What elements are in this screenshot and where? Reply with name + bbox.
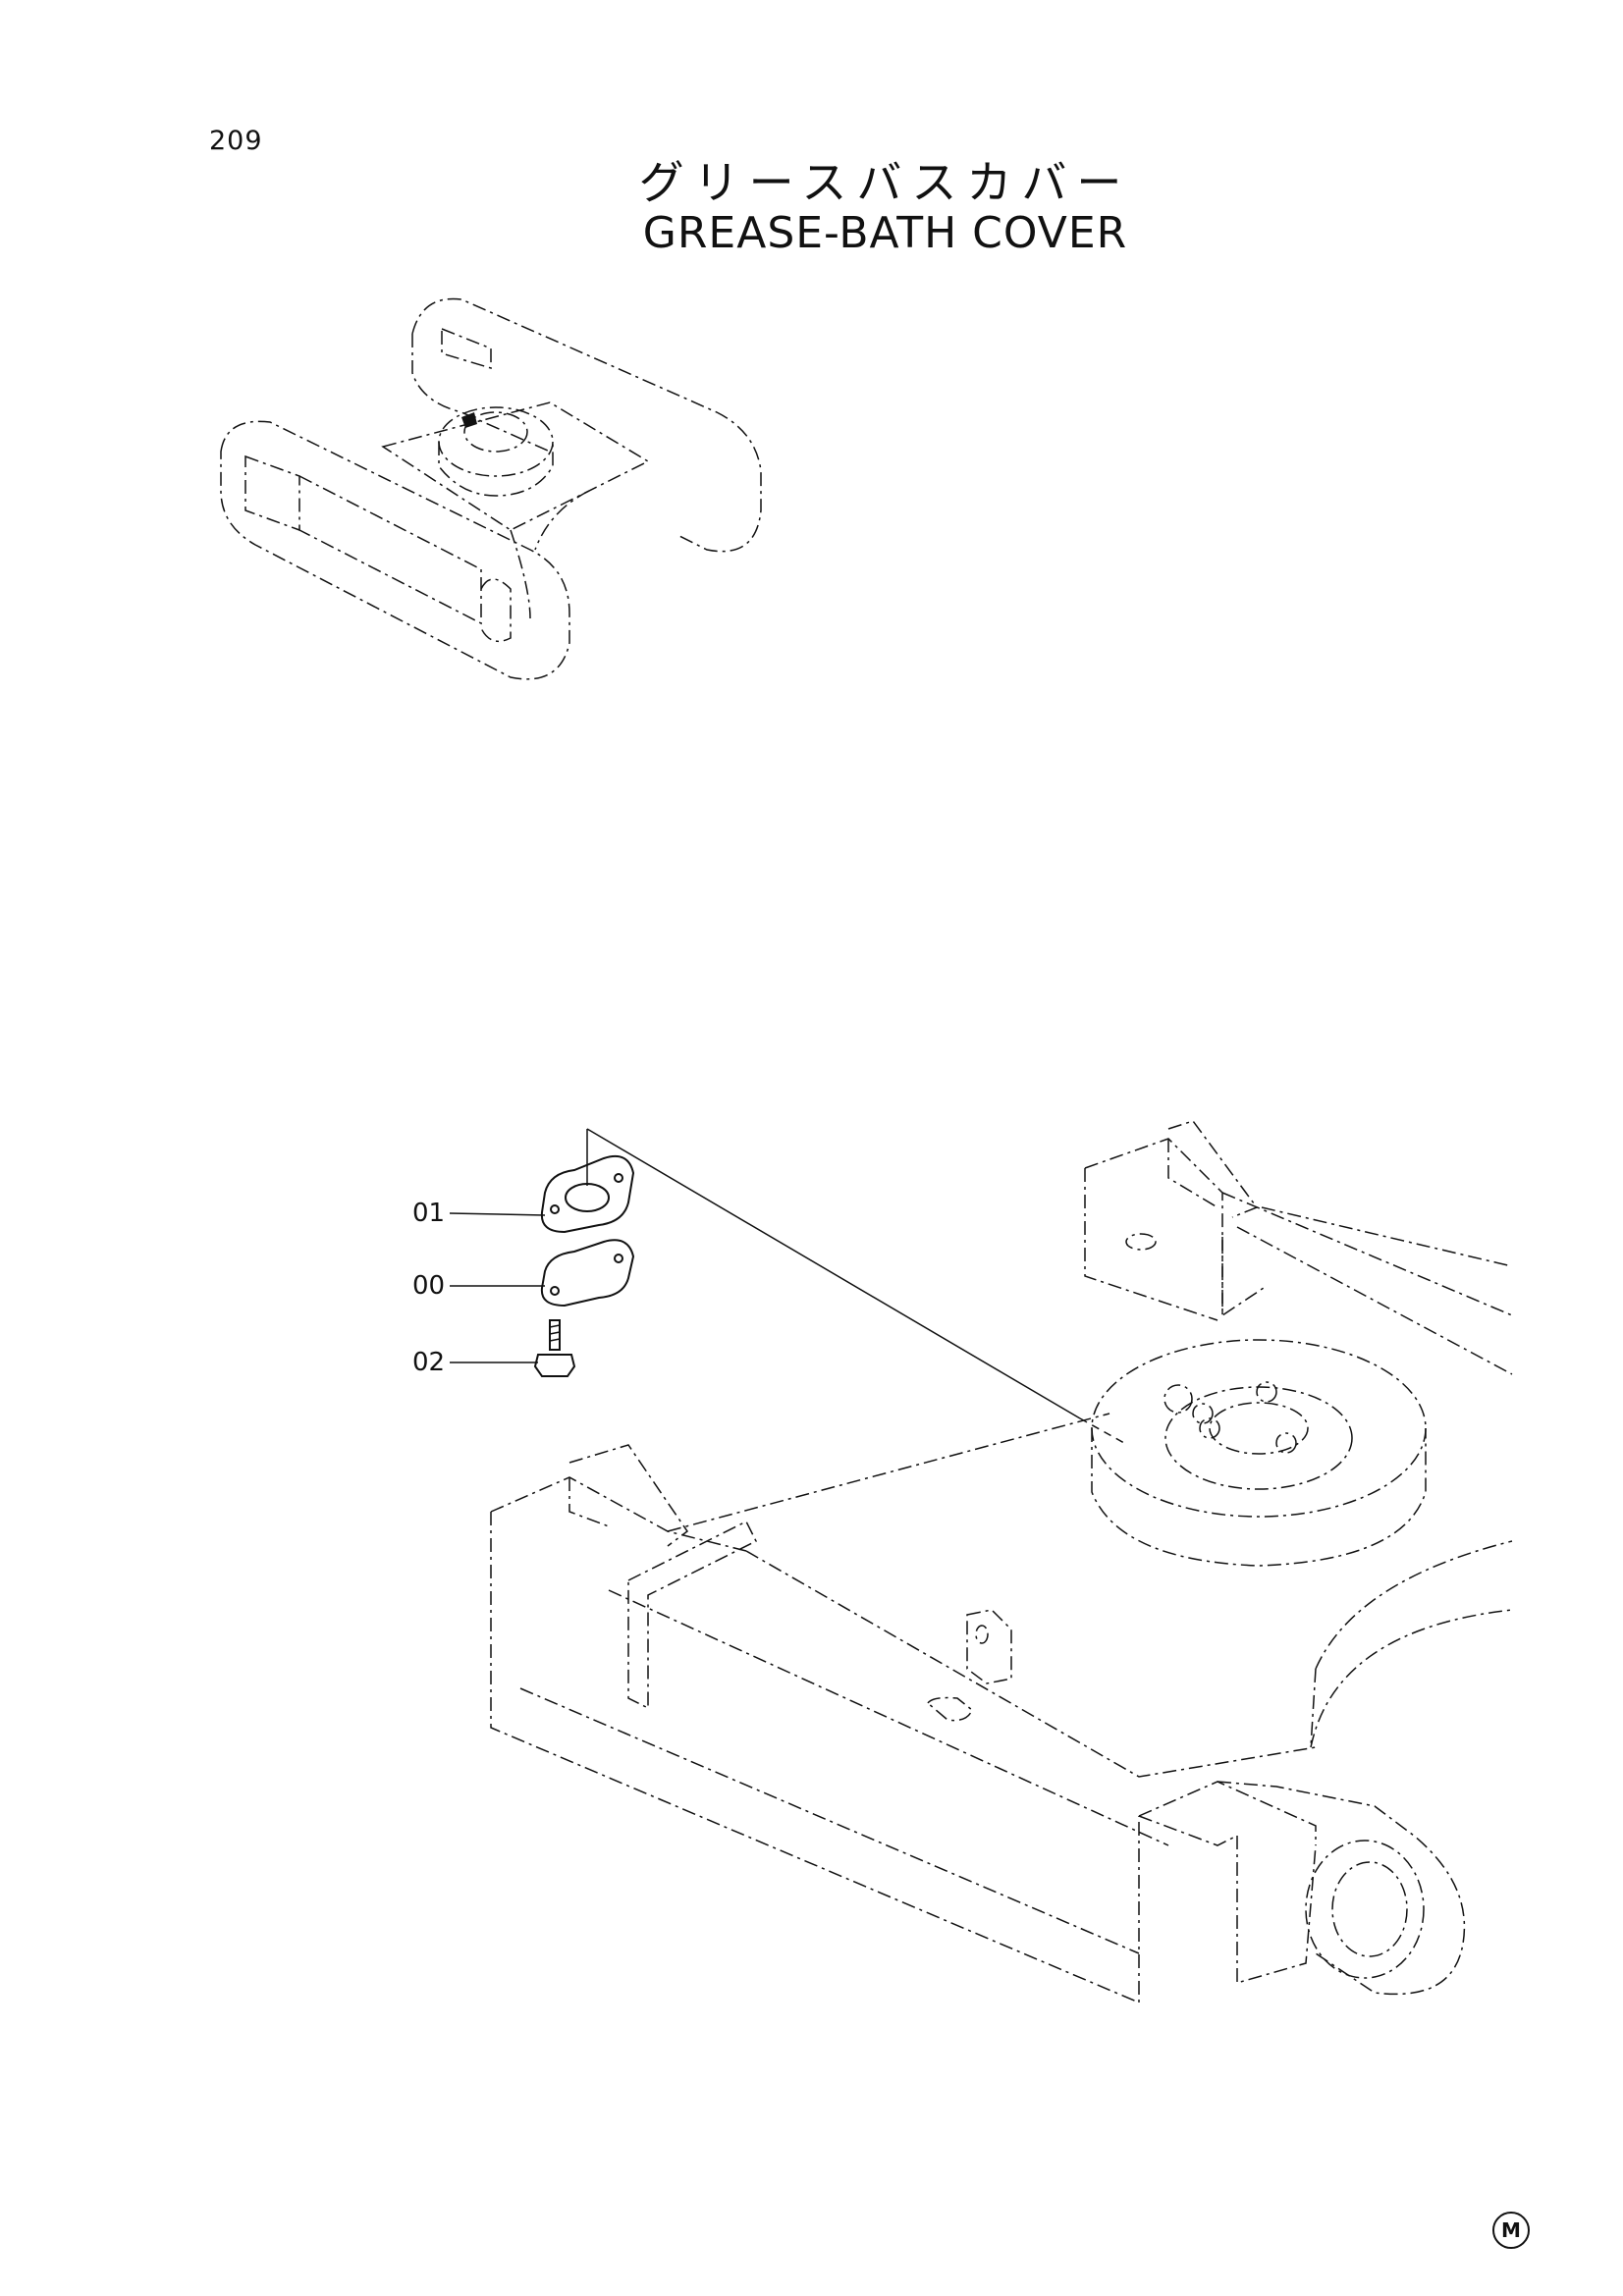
callout-label-02: 02 [412,1348,445,1377]
callout-label-01: 01 [412,1199,445,1228]
callout-00: 00 [412,1271,545,1301]
track-frame-assembly [490,1120,1513,2004]
callout-label-00: 00 [412,1271,445,1301]
cover-plate-part-00 [540,1239,635,1308]
undercarriage-overview [220,297,762,680]
manufacturer-mark: M [1492,2212,1530,2249]
gasket-part-01 [540,1128,1081,1419]
bolt-part-02 [533,1319,576,1377]
page-number: 209 [209,126,263,156]
page-title-japanese: グリースバスカバー [638,156,1132,209]
callout-02: 02 [412,1348,538,1377]
page-title-english: GREASE-BATH COVER [642,208,1128,258]
callout-01: 01 [412,1199,546,1228]
